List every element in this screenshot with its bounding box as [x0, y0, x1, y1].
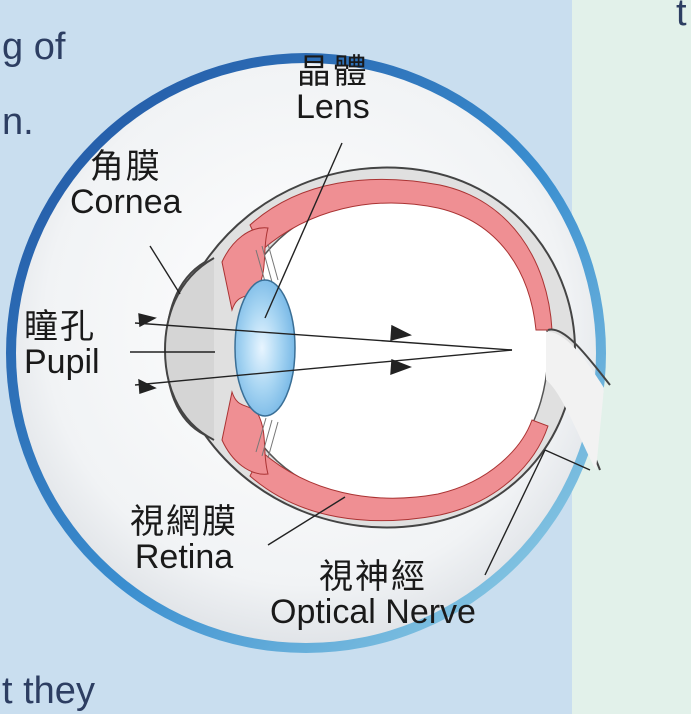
label-pupil-zh: 瞳孔: [24, 310, 100, 345]
label-optical-nerve-en: Optical Nerve: [270, 595, 476, 630]
label-lens-zh: 晶體: [296, 55, 370, 90]
label-pupil: 瞳孔 Pupil: [24, 310, 100, 379]
label-lens-en: Lens: [296, 90, 370, 125]
label-retina-en: Retina: [130, 540, 238, 575]
label-cornea: 角膜 Cornea: [70, 150, 182, 219]
label-lens: 晶體 Lens: [296, 55, 370, 124]
label-optical-nerve-zh: 視神經: [270, 560, 476, 595]
label-cornea-en: Cornea: [70, 185, 182, 220]
label-pupil-en: Pupil: [24, 345, 100, 380]
label-retina: 視網膜 Retina: [130, 505, 238, 574]
label-cornea-zh: 角膜: [70, 150, 182, 185]
lens-shape: [235, 280, 295, 416]
label-optical-nerve: 視神經 Optical Nerve: [270, 560, 476, 629]
label-retina-zh: 視網膜: [130, 505, 238, 540]
